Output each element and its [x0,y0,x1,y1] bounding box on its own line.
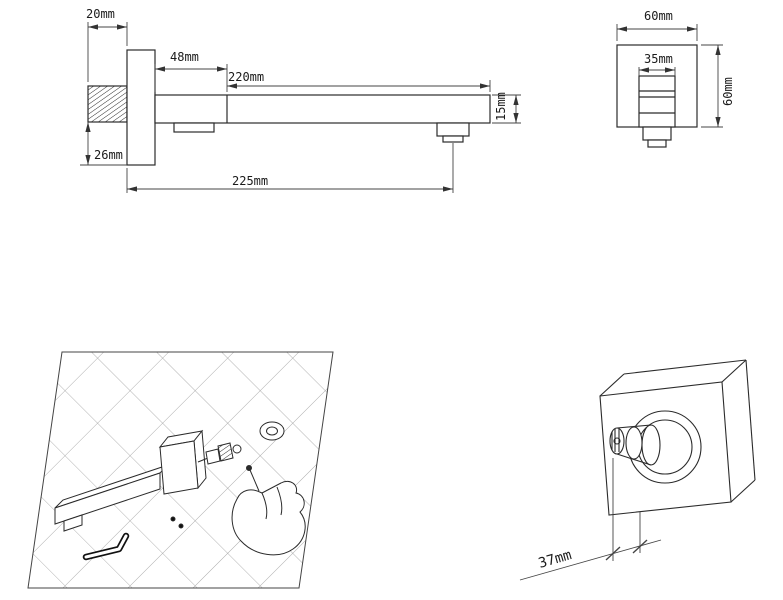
installation-illustration [27,351,334,589]
flange-width-label: 48mm [170,50,199,64]
dim-thread-length [87,22,128,82]
wall-flange [126,49,156,166]
total-length-label: 225mm [232,174,268,188]
screw-2 [178,523,184,529]
allen-key [82,532,130,561]
dim-drop-height [80,122,127,166]
valve-cartridge [197,442,242,465]
screw-in-hand [246,465,252,471]
hand-illustration [231,465,306,556]
front-view-dimensions [616,24,723,128]
dim-front-height [701,44,723,128]
cartridge-tip [232,444,242,454]
protrusion-length-label: 37mm [537,547,574,572]
spout-length-label: 220mm [228,70,264,84]
front-view-drawing [616,44,698,148]
thread-length-label: 20mm [86,7,115,21]
nozzle [436,122,470,137]
mount-block-front [159,440,199,495]
valve-stem [609,424,661,466]
cartridge-knurl [217,442,234,462]
front-height-label: 60mm [721,77,735,106]
side-view-drawing [87,49,491,166]
aerator [442,135,464,143]
drop-height-label: 26mm [94,148,123,162]
spout-under-body [642,126,672,141]
dim-total-length [126,143,454,193]
screw-1 [170,516,176,522]
spout-body [154,94,491,124]
spout-3d-front [54,472,161,525]
spout-base-detail [173,122,215,133]
front-view-labels: 60mm 35mm 60mm [644,9,735,106]
front-width-label: 60mm [644,9,673,23]
side-view-dimensions [80,22,521,193]
dim-spout-length [227,80,491,92]
spout-nozzle-3d [63,514,83,532]
dim-spout-height [492,94,521,124]
nozzle-front [647,139,667,148]
dim-front-inner-width [638,67,676,76]
threaded-inlet [87,85,128,123]
spout-height-label: 15mm [494,92,508,121]
dim-front-width [616,24,698,41]
front-inner-width-label: 35mm [644,52,673,66]
wall-mount-view [599,359,756,516]
escutcheon-ring-hole [266,426,278,436]
side-view-labels: 20mm 48mm 220mm 15mm 26mm 225mm [86,7,508,188]
dim-flange-width [154,64,228,92]
spout-front [638,75,676,128]
dim-protrusion [519,458,662,581]
